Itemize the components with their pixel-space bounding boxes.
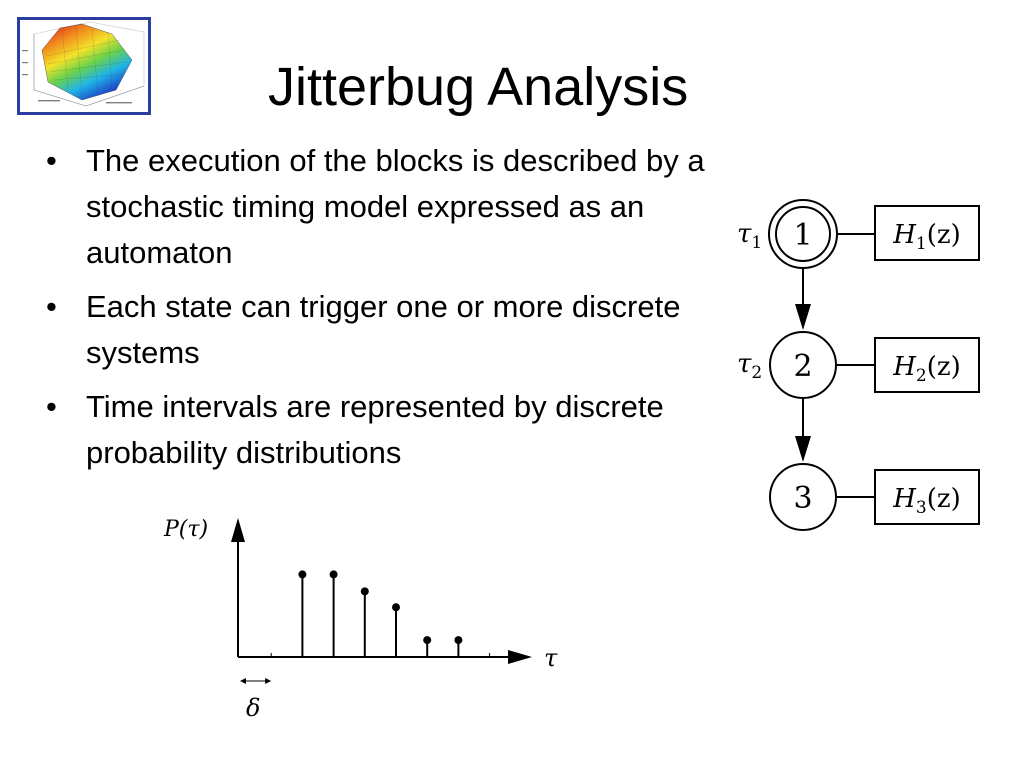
- logo-3d-surface-plot: [17, 17, 151, 115]
- stem-marks: [298, 570, 463, 657]
- x-axis-arrow-icon: [508, 650, 532, 664]
- system-argument: (z): [927, 352, 961, 382]
- state-label: 1: [793, 218, 812, 253]
- state-label: 3: [793, 481, 812, 516]
- bullet-text: Time intervals are represented by discre…: [86, 389, 664, 470]
- bullet-item: • Each state can trigger one or more dis…: [44, 284, 724, 376]
- y-axis-label: P(τ): [163, 517, 208, 542]
- slide-title: Jitterbug Analysis: [268, 57, 689, 117]
- bullet-text: Each state can trigger one or more discr…: [86, 289, 681, 370]
- arrow-down-icon: [795, 304, 811, 330]
- system-block-2: [874, 337, 980, 393]
- tau-label: τ2: [737, 349, 762, 383]
- system-argument: (z): [927, 220, 961, 250]
- system-label: H1(z): [892, 220, 961, 254]
- arrow-left-icon: [240, 678, 246, 684]
- system-subscript: 2: [916, 366, 927, 386]
- system-symbol: H: [892, 484, 917, 514]
- stem-point: [298, 570, 307, 579]
- system-symbol: H: [892, 220, 917, 250]
- stem-point: [360, 587, 369, 596]
- system-subscript: 3: [916, 498, 927, 518]
- tau-subscript: 1: [751, 233, 762, 253]
- bullet-dot-icon: •: [46, 143, 57, 178]
- system-label: H3(z): [892, 484, 961, 518]
- stem-point: [423, 636, 432, 645]
- tau-label: τ1: [737, 219, 762, 253]
- y-axis-arrow-icon: [231, 518, 245, 542]
- state-node: [775, 206, 831, 262]
- system-subscript: 1: [916, 234, 927, 254]
- system-block-1: [874, 205, 980, 261]
- bullet-list: • The execution of the blocks is describ…: [44, 138, 724, 484]
- surface-plot-thumbnail: [20, 20, 148, 112]
- system-argument: (z): [927, 484, 961, 514]
- automaton-state-3: 3: [769, 463, 837, 531]
- system-block-3: [874, 469, 980, 525]
- x-axis-ticks: [270, 653, 491, 657]
- bullet-dot-icon: •: [46, 289, 57, 324]
- system-label: H2(z): [892, 352, 961, 386]
- x-axis-label: τ: [544, 644, 558, 672]
- automaton-state-2: 2 τ2: [737, 331, 837, 399]
- bullet-text: The execution of the blocks is described…: [86, 143, 705, 270]
- arrow-right-icon: [265, 678, 272, 684]
- step-size-label: δ: [246, 694, 260, 722]
- bullet-dot-icon: •: [46, 389, 57, 424]
- tau-symbol: τ: [737, 219, 752, 249]
- stem-point: [392, 603, 400, 612]
- bullet-item: • Time intervals are represented by disc…: [44, 384, 724, 476]
- arrow-down-icon: [795, 436, 811, 462]
- tau-symbol: τ: [737, 349, 752, 379]
- tau-subscript: 2: [751, 363, 762, 383]
- system-symbol: H: [892, 352, 917, 382]
- state-label: 2: [793, 349, 812, 384]
- bullet-item: • The execution of the blocks is describ…: [44, 138, 724, 276]
- stem-point: [454, 636, 463, 645]
- stem-point: [329, 570, 338, 579]
- automaton-state-1: 1 τ1: [737, 199, 838, 269]
- step-size-indicator: [240, 678, 272, 684]
